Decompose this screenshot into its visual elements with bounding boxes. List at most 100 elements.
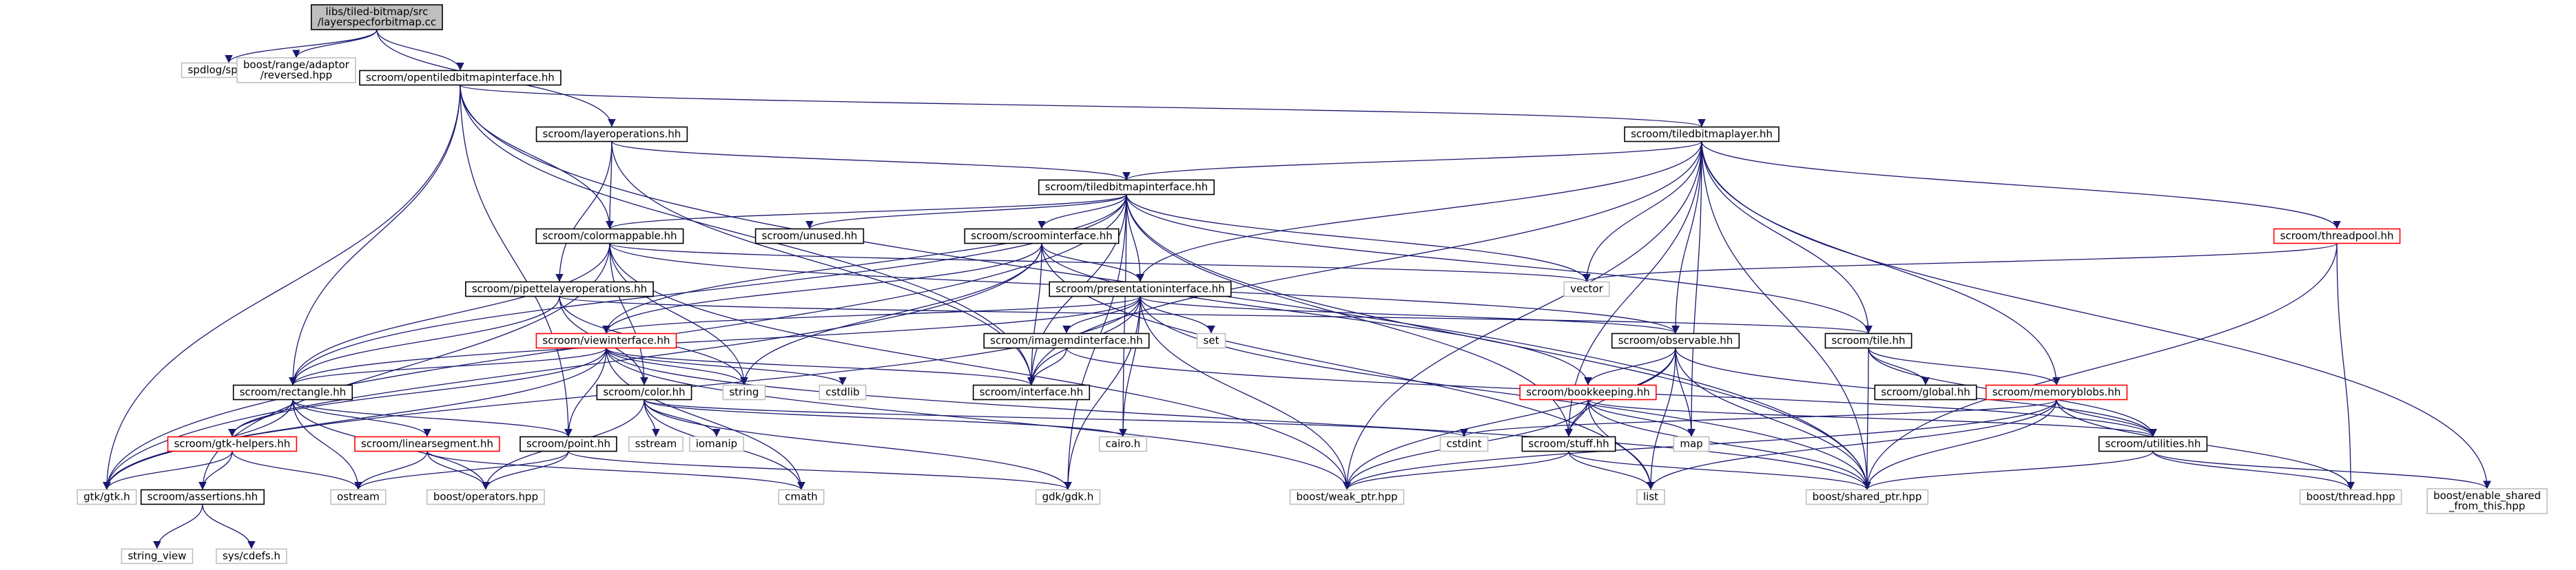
edge-tile-to-memblobs (1868, 348, 2061, 386)
edge-bookkeeping-to-list (1587, 399, 1655, 490)
edge-tbi-to-colormappable (606, 193, 1127, 230)
edge-scroomif-to-list (1041, 243, 1655, 490)
edge-observable-to-map (1675, 348, 1696, 437)
edge-rectangle-to-linseg (292, 399, 431, 437)
node-box (519, 436, 617, 452)
edge-color-to-sstream (643, 399, 660, 437)
edge-tile-to-sharedptr (1863, 348, 1871, 490)
node-utilities[interactable]: scroom/utilities.hh (2098, 436, 2208, 452)
node-box (983, 332, 1150, 349)
node-box (535, 228, 684, 244)
node-cstdlib: cstdlib (818, 384, 867, 401)
node-point[interactable]: scroom/point.hh (519, 436, 617, 452)
edge-linseg-to-ostream (354, 451, 428, 490)
edge-rectangle-to-ostream (292, 399, 362, 490)
node-assertions[interactable]: scroom/assertions.hh (140, 489, 265, 505)
node-label: scroom/colormappable.hh (542, 230, 677, 242)
node-label: /layerspecforbitmap.cc (318, 16, 436, 28)
node-imagemd[interactable]: scroom/imagemdinterface.hh (983, 332, 1150, 349)
edge-colormappable-to-assertions (198, 243, 610, 490)
node-linseg[interactable]: scroom/linearsegment.hh (354, 436, 500, 452)
edge-root-to-spdlog (225, 29, 378, 63)
node-bookkeeping[interactable]: scroom/bookkeeping.hh (1519, 384, 1657, 401)
node-root[interactable]: libs/tiled-bitmap/src/layerspecforbitmap… (311, 4, 443, 30)
edge-root-to-opentbi (376, 29, 464, 71)
node-label: scroom/interface.hh (980, 386, 1084, 399)
node-interface[interactable]: scroom/interface.hh (972, 384, 1091, 401)
node-scroomif[interactable]: scroom/scroominterface.hh (964, 228, 1120, 244)
node-box (1519, 384, 1657, 401)
edge-tbl-to-sharedptr (1701, 141, 1871, 490)
node-tbl[interactable]: scroom/tiledbitmaplayer.hh (1624, 126, 1780, 142)
node-tile[interactable]: scroom/tile.hh (1824, 332, 1913, 349)
node-global[interactable]: scroom/global.hh (1874, 384, 1977, 401)
node-label: cairo.h (1106, 438, 1141, 450)
edge-pipette-to-tile (559, 295, 1873, 335)
node-colormappable[interactable]: scroom/colormappable.hh (535, 228, 684, 244)
node-box (1805, 489, 1929, 505)
edge-colormappable-to-rectangle (289, 243, 610, 386)
node-box (1196, 332, 1226, 349)
edge-tbl-to-vector (1583, 141, 1702, 282)
node-box (311, 4, 443, 30)
edge-memblobs-to-list (1647, 399, 2057, 490)
node-presif[interactable]: scroom/presentationinterface.hh (1049, 281, 1232, 297)
node-rectangle[interactable]: scroom/rectangle.hh (232, 384, 353, 401)
node-label: scroom/opentiledbitmapinterface.hh (366, 72, 555, 84)
node-observable[interactable]: scroom/observable.hh (1611, 332, 1740, 349)
node-threadpool[interactable]: scroom/threadpool.hh (2273, 228, 2401, 244)
node-label: scroom/rectangle.hh (240, 386, 347, 399)
node-box (232, 384, 353, 401)
node-box (167, 436, 298, 452)
edge-presif-to-observable (1140, 295, 1680, 335)
node-label: cstdlib (825, 386, 859, 399)
node-pipette[interactable]: scroom/pipettelayeroperations.hh (465, 281, 654, 297)
node-gtkhelpers[interactable]: scroom/gtk-helpers.hh (167, 436, 298, 452)
node-label: boost/thread.hpp (2306, 491, 2395, 503)
node-cdefs: sys/cdefs.h (216, 548, 287, 564)
node-label: scroom/imagemdinterface.hh (990, 335, 1142, 347)
node-vector: vector (1563, 281, 1610, 297)
node-label: list (1643, 491, 1658, 503)
node-string: string (722, 384, 766, 401)
node-unused[interactable]: scroom/unused.hh (754, 228, 865, 244)
node-label: scroom/unused.hh (762, 230, 858, 242)
node-label: ostream (337, 491, 380, 503)
node-cmath: cmath (778, 489, 825, 505)
node-opentbi[interactable]: scroom/opentiledbitmapinterface.hh (359, 70, 561, 86)
node-cstdint: cstdint (1439, 436, 1489, 452)
node-label: scroom/assertions.hh (147, 491, 258, 503)
node-color[interactable]: scroom/color.hh (596, 384, 692, 401)
node-viewif[interactable]: scroom/viewinterface.hh (535, 332, 677, 349)
node-label: scroom/layeroperations.hh (543, 128, 681, 140)
node-box (354, 436, 500, 452)
edge-linseg-to-operators (426, 451, 490, 490)
edge-viewif-to-interface (606, 347, 1035, 386)
edge-point-to-operators (482, 451, 569, 490)
node-stuff[interactable]: scroom/stuff.hh (1521, 436, 1616, 452)
node-box (2098, 436, 2208, 452)
node-gtk: gtk/gtk.h (76, 489, 137, 505)
node-layerops[interactable]: scroom/layeroperations.hh (535, 126, 688, 142)
node-label: scroom/linearsegment.hh (361, 438, 493, 450)
node-tbi[interactable]: scroom/tiledbitmapinterface.hh (1038, 179, 1215, 196)
edge-linseg-to-cmath (426, 450, 805, 491)
node-box (596, 384, 692, 401)
node-memblobs[interactable]: scroom/memoryblobs.hh (1985, 384, 2128, 401)
node-label: scroom/pipettelayeroperations.hh (472, 283, 647, 295)
node-label: scroom/color.hh (603, 386, 685, 399)
node-box (1624, 126, 1780, 142)
edge-tbi-to-stuff (1126, 194, 1573, 437)
nodes-layer: libs/tiled-bitmap/src/layerspecforbitmap… (76, 4, 2548, 564)
node-label: scroom/observable.hh (1618, 335, 1733, 347)
node-box (121, 548, 194, 564)
edge-colormappable-to-vector (609, 242, 1591, 283)
node-box (330, 489, 387, 505)
edge-presif-to-rectangle (289, 296, 1141, 386)
edge-presif-to-set (1140, 296, 1215, 334)
node-box (1874, 384, 1977, 401)
edge-scroomif-to-interface (1027, 243, 1042, 386)
edge-tbi-to-scroomif (1038, 194, 1127, 229)
node-label: scroom/tiledbitmaplayer.hh (1631, 128, 1773, 140)
edge-tbl-to-observable (1671, 141, 1702, 334)
